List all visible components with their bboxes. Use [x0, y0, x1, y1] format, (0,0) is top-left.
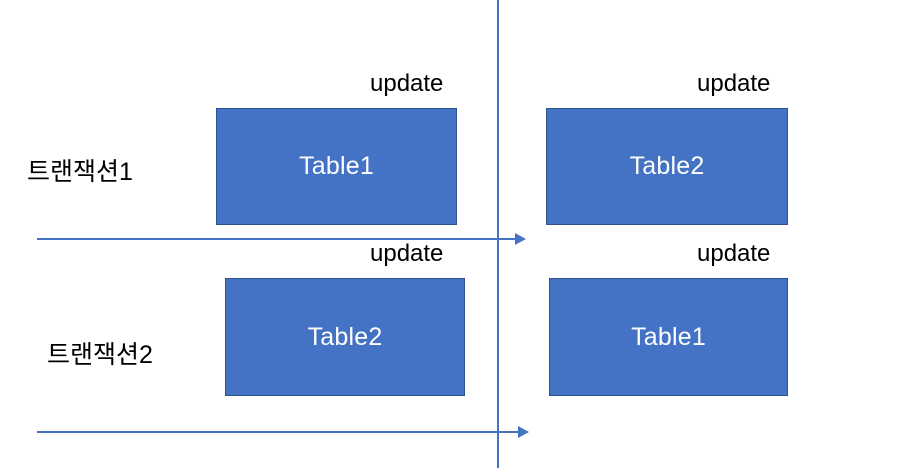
vertical-time-divider [497, 0, 499, 468]
table-box-lane1-step2[interactable]: Table2 [546, 108, 788, 225]
update-label-lane1-step1: update [370, 70, 444, 97]
table-box-lane2-step1[interactable]: Table2 [225, 278, 465, 396]
table-box-label: Table1 [299, 152, 374, 180]
lane-label-transaction-1: 트랜잭션1 [27, 158, 133, 186]
lane-label-transaction-2: 트랜잭션2 [47, 341, 153, 369]
arrowhead-icon-lane2 [518, 426, 529, 438]
update-label-lane2-step2: update [697, 240, 771, 267]
table-box-lane1-step1[interactable]: Table1 [216, 108, 457, 225]
table-box-lane2-step2[interactable]: Table1 [549, 278, 788, 396]
update-label-lane1-step2: update [697, 70, 771, 97]
table-box-label: Table1 [631, 322, 706, 351]
table-box-label: Table2 [307, 322, 383, 351]
arrowhead-icon-lane1 [515, 233, 526, 245]
timeline-arrow-lane1 [37, 238, 519, 240]
update-label-lane2-step1: update [370, 240, 444, 267]
table-box-label: Table2 [629, 152, 705, 180]
timeline-arrow-lane2 [37, 431, 522, 433]
